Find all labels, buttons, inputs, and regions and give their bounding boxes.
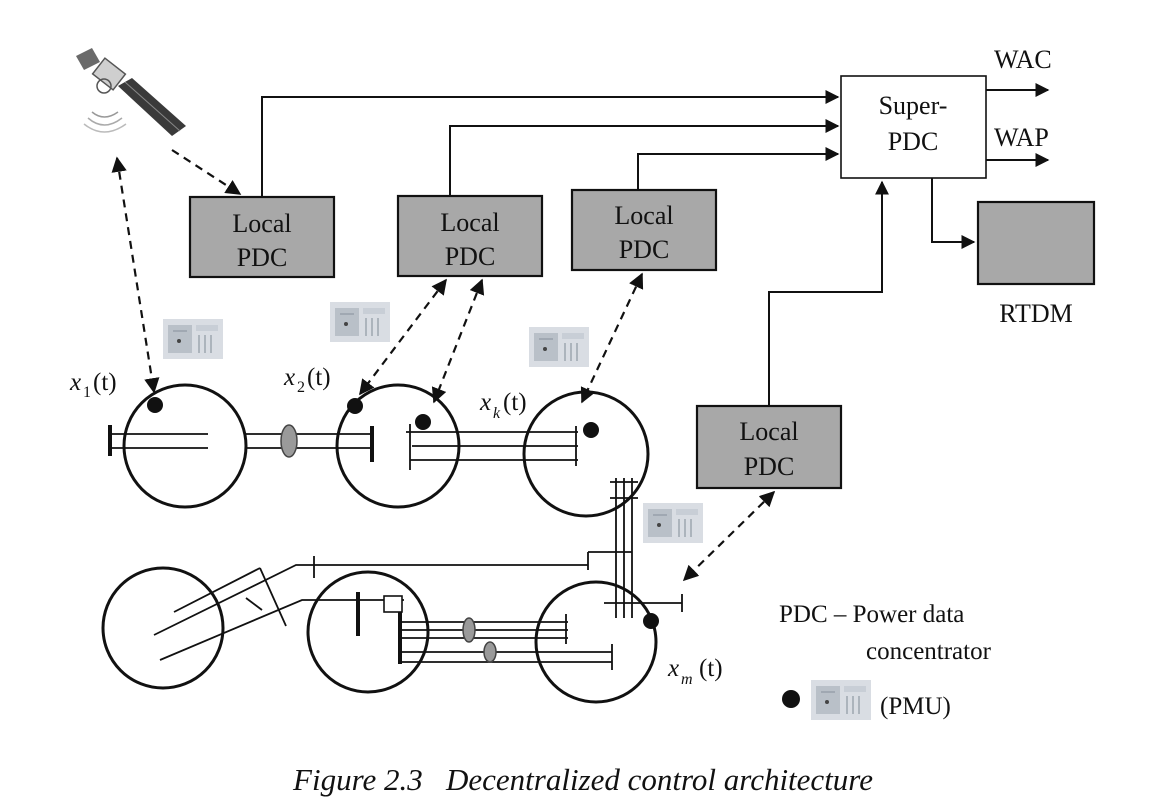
- svg-text:m: m: [681, 671, 693, 688]
- local-pdc-2: Local PDC: [396, 194, 544, 278]
- svg-text:WAP: WAP: [994, 123, 1049, 152]
- svg-text:Local: Local: [232, 209, 291, 238]
- wap-output: WAP: [986, 123, 1050, 167]
- power-system-areas: [101, 383, 658, 704]
- local-pdc-1: Local PDC: [188, 195, 336, 279]
- figure-caption: Figure 2.3 Decentralized control archite…: [292, 762, 873, 797]
- state-label-x1: x 1 (t): [69, 369, 117, 401]
- svg-text:concentrator: concentrator: [866, 638, 992, 665]
- state-label-x2: x 2 (t): [283, 364, 331, 396]
- svg-text:PDC – Power data: PDC – Power data: [779, 601, 964, 628]
- local-pdc-4: Local PDC: [695, 404, 843, 490]
- svg-text:x: x: [69, 369, 81, 396]
- svg-text:(t): (t): [699, 655, 723, 682]
- svg-text:(PMU): (PMU): [880, 693, 951, 720]
- communication-links: [111, 149, 776, 582]
- legend: PDC – Power data concentrator (PMU): [779, 601, 992, 720]
- svg-text:(t): (t): [503, 389, 527, 416]
- svg-text:PDC: PDC: [888, 127, 939, 156]
- svg-text:WAC: WAC: [994, 45, 1052, 74]
- rtdm-box: RTDM: [976, 200, 1096, 328]
- state-label-xk: x k (t): [479, 389, 527, 422]
- state-label-xm: x m (t): [667, 655, 723, 688]
- transmission-network: [108, 424, 683, 670]
- svg-text:RTDM: RTDM: [999, 299, 1073, 328]
- svg-text:Local: Local: [739, 417, 798, 446]
- pdc-connections: [261, 90, 976, 406]
- legend-pmu-dot: [782, 690, 800, 708]
- svg-text:PDC: PDC: [744, 452, 795, 481]
- wac-output: WAC: [986, 45, 1052, 97]
- svg-text:PDC: PDC: [619, 235, 670, 264]
- svg-text:x: x: [479, 389, 491, 416]
- pmu-markers: [147, 397, 659, 629]
- svg-text:(t): (t): [93, 369, 117, 396]
- svg-text:Super-: Super-: [879, 91, 948, 120]
- svg-text:PDC: PDC: [237, 243, 288, 272]
- svg-text:k: k: [493, 405, 501, 422]
- svg-text:x: x: [667, 655, 679, 682]
- svg-text:(t): (t): [307, 364, 331, 391]
- local-pdc-3: Local PDC: [570, 188, 718, 272]
- svg-text:x: x: [283, 364, 295, 391]
- satellite-icon: [76, 48, 186, 136]
- svg-text:Local: Local: [614, 201, 673, 230]
- pmu-device-icon: [162, 301, 872, 721]
- svg-text:1: 1: [83, 384, 91, 401]
- super-pdc: Super- PDC: [840, 75, 987, 179]
- svg-text:Local: Local: [440, 208, 499, 237]
- svg-text:PDC: PDC: [445, 242, 496, 271]
- svg-text:2: 2: [297, 379, 305, 396]
